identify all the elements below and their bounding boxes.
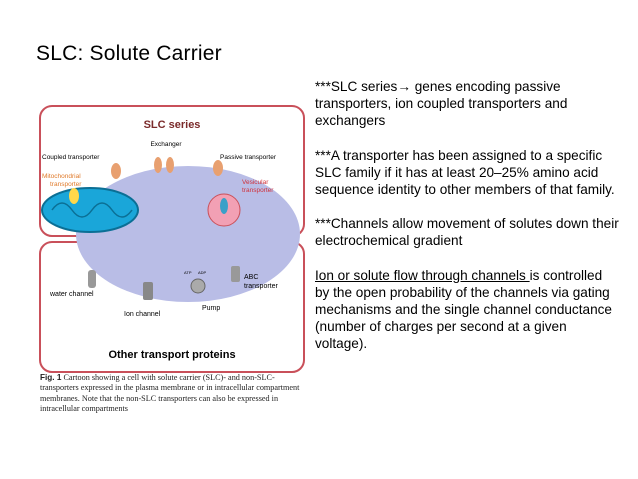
abc-label-2: transporter xyxy=(244,283,279,290)
arrow-icon: → xyxy=(397,79,411,94)
note-4: Ion or solute flow through channels is c… xyxy=(315,267,620,353)
slide-title: SLC: Solute Carrier xyxy=(36,42,222,66)
note-1: ***SLC series→ genes encoding passive tr… xyxy=(315,78,620,130)
note-3: ***Channels allow movement of solutes do… xyxy=(315,215,620,249)
figure-caption: Fig. 1 Cartoon showing a cell with solut… xyxy=(40,373,302,415)
exchanger-shape-1 xyxy=(154,157,162,173)
note-4-underlined: Ion or solute flow through channels xyxy=(315,268,530,283)
adp-label: ADP xyxy=(198,270,207,275)
pump-label: Pump xyxy=(202,305,220,312)
atp-label: ATP xyxy=(184,270,192,275)
exchanger-shape-2 xyxy=(166,157,174,173)
mitochondrion xyxy=(42,188,138,232)
caption-text: Cartoon showing a cell with solute carri… xyxy=(40,373,299,413)
passive-transporter-shape xyxy=(213,160,223,176)
notes-text: ***SLC series→ genes encoding passive tr… xyxy=(315,78,620,370)
coupled-transporter-label: Coupled transporter xyxy=(42,154,100,161)
slc-series-title: SLC series xyxy=(144,119,201,131)
mito-label-2: transporter xyxy=(50,181,82,188)
other-transport-title: Other transport proteins xyxy=(108,349,235,361)
exchanger-label: Exchanger xyxy=(150,141,182,148)
vesicular-label-2: transporter xyxy=(242,187,274,194)
abc-label-1: ABC xyxy=(244,274,258,281)
vesicle-transporter-shape xyxy=(220,198,228,214)
note-1-lead: ***SLC series xyxy=(315,79,397,94)
caption-label: Fig. 1 xyxy=(40,373,61,382)
water-channel-shape xyxy=(88,270,96,288)
pump-shape xyxy=(191,279,205,293)
coupled-transporter-shape xyxy=(111,163,121,179)
mito-label-1: Mitochondrial xyxy=(42,173,81,180)
passive-transporter-label: Passive transporter xyxy=(220,154,277,161)
water-channel-label: water channel xyxy=(49,291,94,298)
vesicular-label-1: Vesicular xyxy=(242,179,269,186)
abc-transporter-shape xyxy=(231,266,240,282)
note-2: ***A transporter has been assigned to a … xyxy=(315,147,620,199)
mito-transporter-shape xyxy=(69,188,79,204)
ion-channel-shape xyxy=(143,282,153,300)
ion-channel-label: Ion channel xyxy=(124,311,161,318)
